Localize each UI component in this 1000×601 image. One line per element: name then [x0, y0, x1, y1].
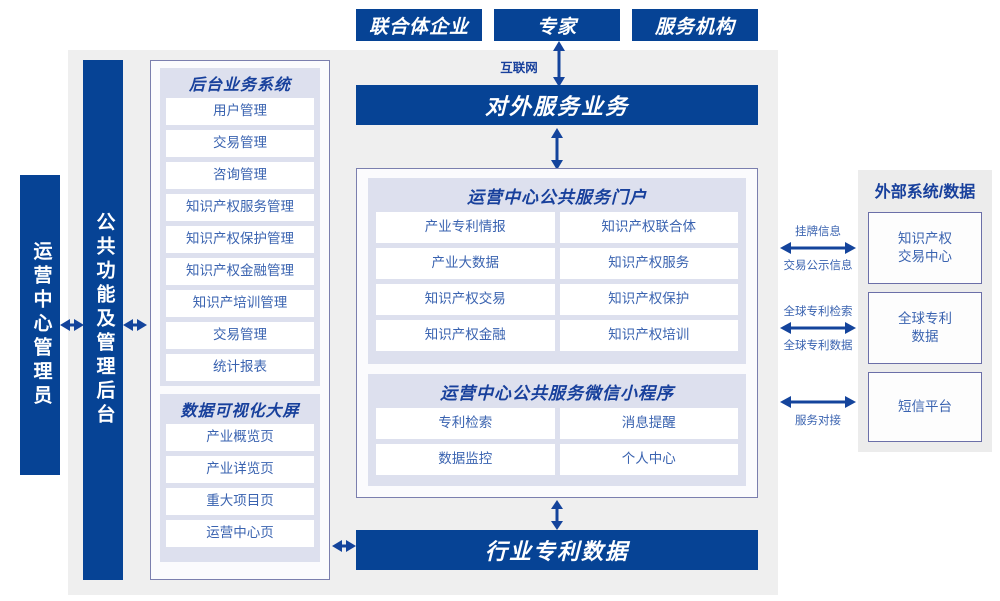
- miniprogram-item-grid: 专利检索 消息提醒 数据监控 个人中心: [368, 408, 746, 475]
- connector-label-global-patent-search: 全球专利检索: [783, 306, 853, 318]
- pillar-label: 公共功能及管理后台: [93, 212, 115, 428]
- backend-system-item[interactable]: 交易管理: [166, 130, 314, 157]
- external-arrow-1-icon: [780, 240, 856, 256]
- pillar-operation-center-admin[interactable]: 运营中心管理员: [20, 175, 60, 475]
- actor-box-expert[interactable]: 专家: [494, 9, 620, 41]
- portal-item[interactable]: 产业大数据: [376, 248, 555, 279]
- data-screen-item[interactable]: 重大项目页: [166, 488, 314, 515]
- backend-system-item[interactable]: 知识产权服务管理: [166, 194, 314, 221]
- banner-label: 对外服务业务: [484, 94, 629, 119]
- data-visualization-screen-group: 数据可视化大屏 产业概览页 产业详览页 重大项目页 运营中心页: [160, 394, 320, 562]
- wechat-miniprogram-title: 运营中心公共服务微信小程序: [440, 383, 674, 403]
- miniprogram-item[interactable]: 个人中心: [559, 444, 738, 475]
- portal-item[interactable]: 知识产权联合体: [559, 212, 738, 243]
- portal-item[interactable]: 知识产权培训: [559, 320, 738, 351]
- actor-label: 联合体企业: [368, 16, 469, 38]
- external-arrow-2-icon: [780, 320, 856, 336]
- industry-patent-data-banner[interactable]: 行业专利数据: [356, 530, 758, 570]
- backend-to-systems-arrow-icon: [123, 317, 147, 333]
- internet-label: 互联网: [500, 60, 538, 75]
- miniprogram-item[interactable]: 消息提醒: [559, 408, 738, 439]
- connector-label-service-docking: 服务对接: [795, 415, 841, 427]
- service-to-portal-arrow-icon: [549, 128, 565, 170]
- portal-item[interactable]: 知识产权交易: [376, 284, 555, 315]
- connector-label-listing-info: 挂牌信息: [795, 226, 841, 238]
- backend-system-item[interactable]: 统计报表: [166, 354, 314, 381]
- backend-system-item[interactable]: 咨询管理: [166, 162, 314, 189]
- data-screen-item[interactable]: 运营中心页: [166, 520, 314, 547]
- actor-box-service-agency[interactable]: 服务机构: [632, 9, 758, 41]
- external-box-ip-trading-center[interactable]: 知识产权 交易中心: [868, 212, 982, 284]
- data-screen-item[interactable]: 产业详览页: [166, 456, 314, 483]
- backend-system-item-list: 用户管理 交易管理 咨询管理 知识产权服务管理 知识产权保护管理 知识产权金融管…: [160, 98, 320, 381]
- banner-label: 行业专利数据: [484, 539, 629, 564]
- internet-arrow-icon: [551, 41, 567, 87]
- backend-system-item[interactable]: 用户管理: [166, 98, 314, 125]
- pillar-label: 运营中心管理员: [30, 241, 52, 409]
- center-to-bottom-arrow-icon: [549, 500, 565, 530]
- backend-business-system-title: 后台业务系统: [188, 77, 291, 94]
- portal-item[interactable]: 知识产权保护: [559, 284, 738, 315]
- actor-label: 专家: [536, 16, 577, 38]
- portal-item[interactable]: 知识产权金融: [376, 320, 555, 351]
- admin-to-backend-arrow-icon: [60, 317, 84, 333]
- external-arrow-3-icon: [780, 394, 856, 410]
- outer-service-banner[interactable]: 对外服务业务: [356, 85, 758, 125]
- public-service-portal-title: 运营中心公共服务门户: [467, 187, 647, 207]
- data-visualization-screen-title: 数据可视化大屏: [180, 403, 300, 420]
- external-systems-title: 外部系统/数据: [874, 184, 976, 201]
- pillar-common-function-backend[interactable]: 公共功能及管理后台: [83, 60, 123, 580]
- actor-box-consortium-enterprise[interactable]: 联合体企业: [356, 9, 482, 41]
- miniprogram-item[interactable]: 数据监控: [376, 444, 555, 475]
- backend-system-item[interactable]: 知识产权金融管理: [166, 258, 314, 285]
- backend-system-item[interactable]: 知识产权保护管理: [166, 226, 314, 253]
- connector-label-global-patent-data: 全球专利数据: [783, 340, 853, 352]
- left-frame-to-bottom-arrow-icon: [332, 538, 356, 554]
- portal-item-grid: 产业专利情报 知识产权联合体 产业大数据 知识产权服务 知识产权交易 知识产权保…: [368, 212, 746, 351]
- public-service-portal-group: 运营中心公共服务门户 产业专利情报 知识产权联合体 产业大数据 知识产权服务 知…: [368, 178, 746, 364]
- backend-system-item[interactable]: 知识产培训管理: [166, 290, 314, 317]
- data-screen-item-list: 产业概览页 产业详览页 重大项目页 运营中心页: [160, 424, 320, 547]
- portal-item[interactable]: 产业专利情报: [376, 212, 555, 243]
- miniprogram-item[interactable]: 专利检索: [376, 408, 555, 439]
- portal-item[interactable]: 知识产权服务: [559, 248, 738, 279]
- actor-label: 服务机构: [654, 16, 735, 38]
- connector-label-trade-public-info: 交易公示信息: [783, 260, 853, 272]
- data-screen-item[interactable]: 产业概览页: [166, 424, 314, 451]
- external-box-sms-platform[interactable]: 短信平台: [868, 372, 982, 442]
- backend-system-item[interactable]: 交易管理: [166, 322, 314, 349]
- external-box-global-patent-data[interactable]: 全球专利 数据: [868, 292, 982, 364]
- backend-business-system-group: 后台业务系统 用户管理 交易管理 咨询管理 知识产权服务管理 知识产权保护管理 …: [160, 68, 320, 386]
- wechat-miniprogram-group: 运营中心公共服务微信小程序 专利检索 消息提醒 数据监控 个人中心: [368, 374, 746, 486]
